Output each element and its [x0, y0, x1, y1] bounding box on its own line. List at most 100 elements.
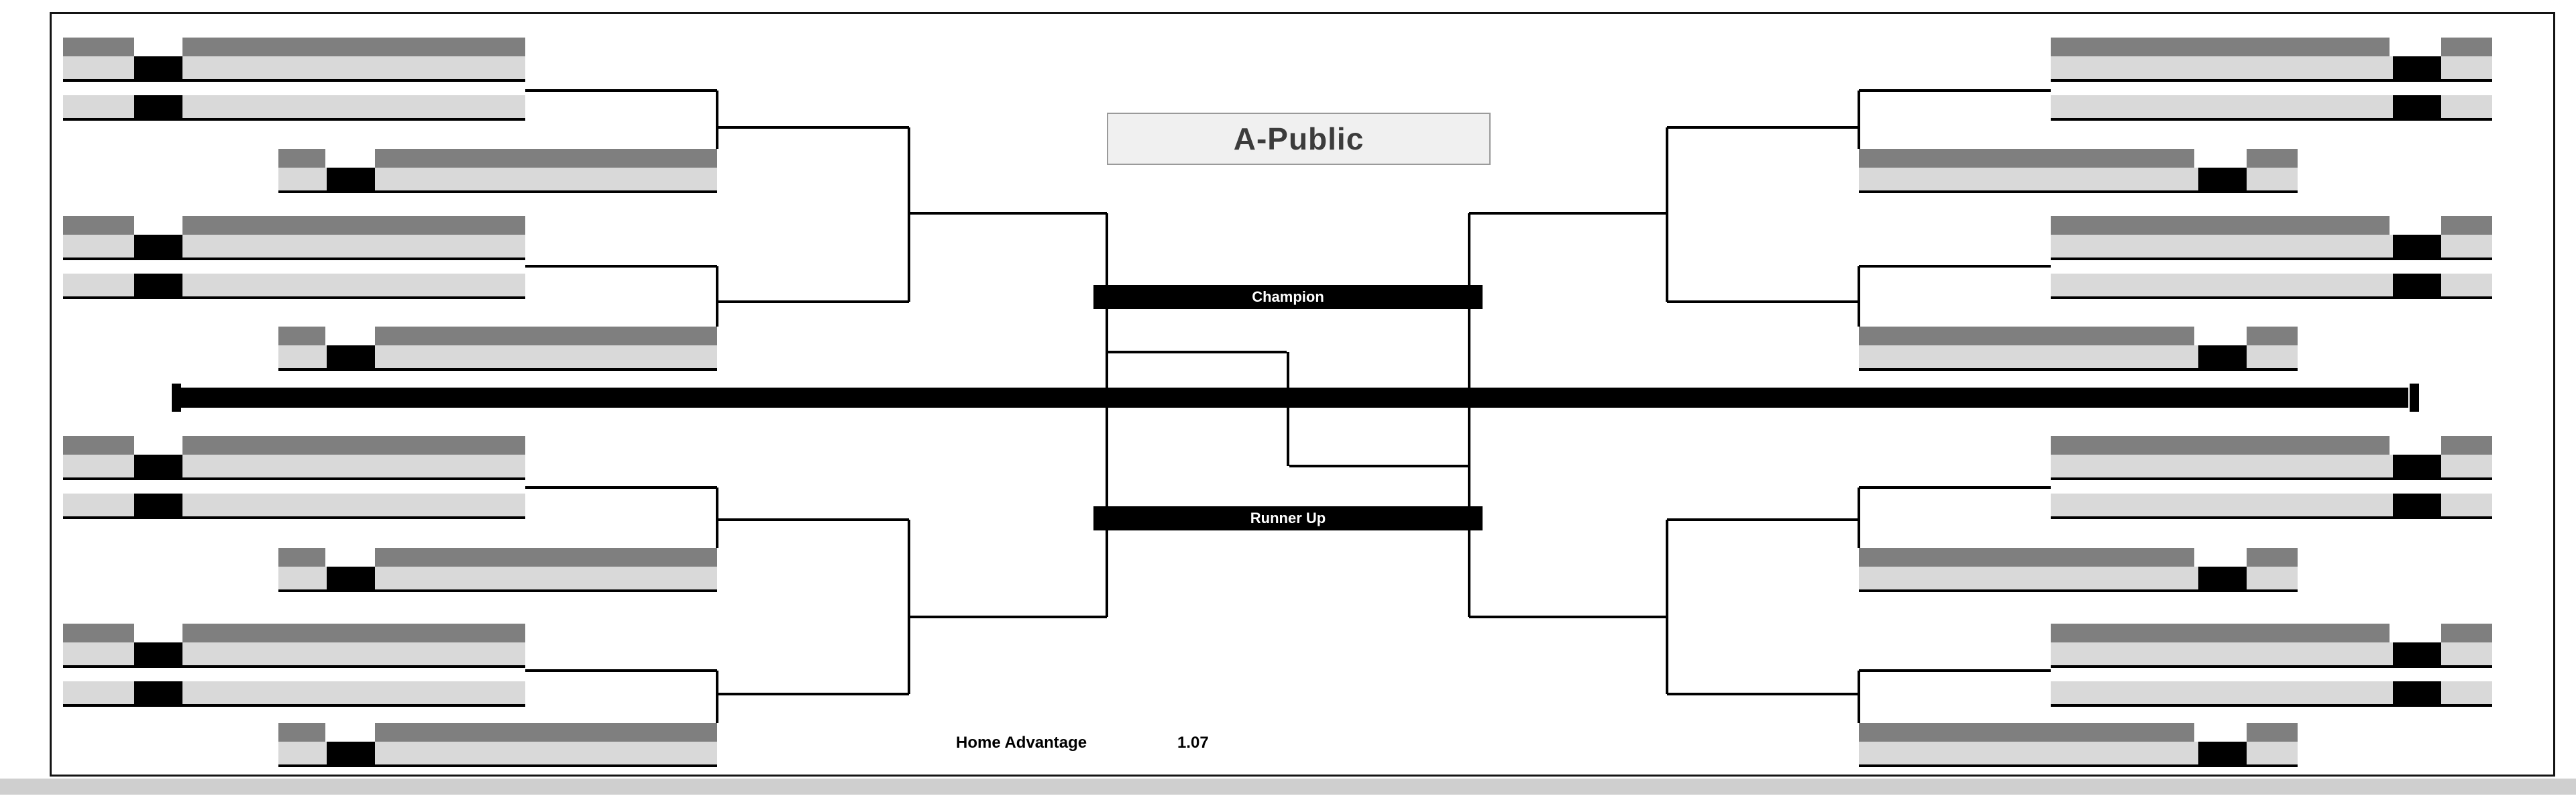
column-header-rating	[272, 216, 333, 235]
bracket-line	[1859, 669, 2051, 672]
seed-cell	[2393, 235, 2441, 258]
column-header-rank	[170, 38, 224, 56]
column-header-rating	[2121, 548, 2182, 567]
seed-cell	[134, 681, 182, 704]
table-header	[278, 327, 325, 345]
column-header-draw	[63, 216, 138, 235]
runner-up-bar-label: Runner Up	[1250, 510, 1326, 526]
table-header	[375, 149, 717, 168]
connector-line	[1858, 91, 1860, 149]
column-header-rec	[2299, 216, 2356, 235]
table-header	[182, 38, 525, 56]
bracket-title: A-Public	[1107, 113, 1491, 165]
bracket-line	[909, 616, 1107, 618]
winner-label	[485, 245, 757, 262]
round-label	[1858, 388, 2059, 408]
rating-cell	[2356, 681, 2394, 704]
rating-cell	[272, 95, 333, 118]
table-header	[63, 436, 134, 455]
winner-label	[485, 466, 757, 483]
connector-line	[1287, 352, 1289, 466]
rec-cell	[2299, 642, 2356, 665]
column-header-team	[2060, 38, 2253, 56]
rank-cell	[2249, 235, 2303, 258]
rec-cell	[431, 742, 461, 764]
rank-cell	[2027, 567, 2088, 589]
winner-label	[1819, 649, 2091, 667]
rating-cell	[2356, 235, 2394, 258]
draw-cell	[2441, 235, 2496, 258]
table-header	[63, 216, 134, 235]
table-header	[1859, 149, 2194, 168]
column-header-rating	[272, 436, 333, 455]
connector-line	[908, 520, 910, 694]
seed-cell	[2393, 95, 2441, 118]
team-cell	[1859, 345, 2027, 368]
rank-cell	[379, 742, 430, 764]
column-header-rec	[2084, 548, 2121, 567]
column-header-team	[334, 436, 529, 455]
column-header-rank	[2027, 327, 2088, 345]
column-header-rank	[2249, 216, 2303, 235]
table-header	[375, 327, 717, 345]
round-bar-endcap	[2410, 384, 2419, 412]
column-header-rank	[170, 624, 224, 642]
column-header-rec	[431, 149, 461, 168]
table-header	[2247, 149, 2298, 168]
draw-cell	[278, 742, 329, 764]
table-header	[2247, 327, 2298, 345]
team-cell	[334, 95, 529, 118]
column-header-rec	[2084, 149, 2121, 168]
round-label	[902, 388, 1103, 408]
bracket-line	[525, 486, 717, 489]
rating-cell	[2121, 742, 2182, 764]
team-cell	[2051, 95, 2253, 118]
table-header	[2247, 548, 2298, 567]
seed-cell	[327, 168, 375, 190]
table-header	[2441, 216, 2492, 235]
rec-cell	[232, 274, 272, 296]
connector-line	[716, 488, 718, 548]
draw-cell	[2247, 168, 2302, 190]
column-header-team	[1859, 327, 2027, 345]
column-header-rating	[2356, 624, 2394, 642]
table-header	[2441, 38, 2492, 56]
table-header	[375, 723, 717, 742]
rec-cell	[2084, 742, 2121, 764]
draw-cell	[63, 455, 138, 477]
column-header-rating	[2121, 723, 2182, 742]
column-header-rank	[170, 436, 224, 455]
column-header-rec	[2084, 723, 2121, 742]
rec-cell	[431, 168, 461, 190]
rec-cell	[232, 56, 272, 79]
connector-line	[1666, 520, 1668, 694]
column-header-team	[1859, 548, 2027, 567]
rank-cell	[2249, 56, 2303, 79]
rec-cell	[431, 345, 461, 368]
rec-cell	[2299, 494, 2356, 516]
team-cell	[509, 742, 717, 764]
sheet-frame	[50, 12, 2555, 777]
rank-cell	[2249, 274, 2303, 296]
rec-cell	[2299, 95, 2356, 118]
round-labels-bar	[181, 388, 2408, 408]
rec-cell	[232, 681, 272, 704]
column-header-team	[334, 216, 529, 235]
column-header-team	[334, 624, 529, 642]
rec-cell	[2299, 455, 2356, 477]
rank-cell	[2249, 95, 2303, 118]
table-header	[375, 548, 717, 567]
draw-cell	[63, 95, 138, 118]
seed-cell	[2393, 274, 2441, 296]
bracket-line	[1289, 465, 1469, 467]
draw-cell	[2441, 642, 2496, 665]
rank-cell	[2249, 681, 2303, 704]
bracket-line	[1107, 351, 1287, 353]
rating-cell	[465, 168, 508, 190]
seed-cell	[2198, 742, 2247, 764]
table-header	[1859, 327, 2194, 345]
column-header-rec	[232, 436, 272, 455]
column-header-rec	[431, 548, 461, 567]
bracket-line	[717, 300, 909, 303]
